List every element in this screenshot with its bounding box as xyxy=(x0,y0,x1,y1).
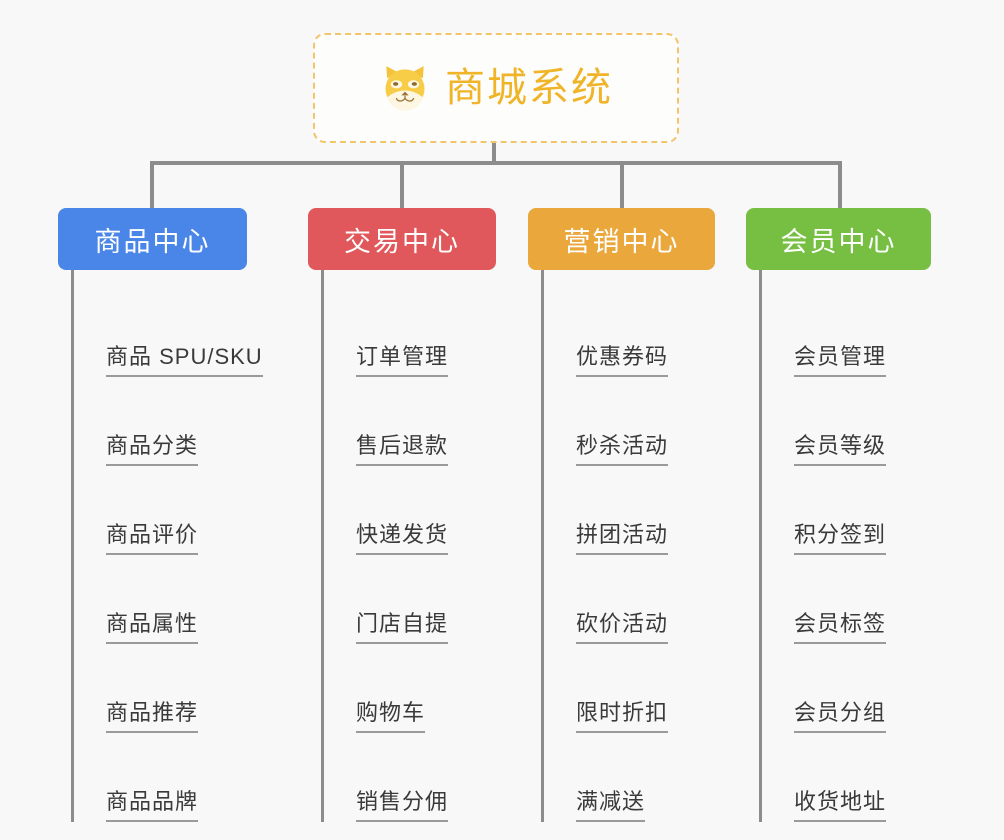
child-list-member-center: 会员管理 会员等级 积分签到 会员标签 会员分组 收货地址 xyxy=(759,270,931,822)
list-item-label: 积分签到 xyxy=(794,522,887,555)
connector-drop-4 xyxy=(838,161,842,208)
list-item[interactable]: 购物车 xyxy=(324,644,496,733)
list-item-label: 会员等级 xyxy=(794,433,887,466)
list-item-label: 秒杀活动 xyxy=(576,433,669,466)
list-item[interactable]: 砍价活动 xyxy=(544,555,715,644)
list-item-label: 收货地址 xyxy=(794,789,887,822)
category-header-product-center[interactable]: 商品中心 xyxy=(58,208,247,270)
list-item[interactable]: 会员等级 xyxy=(762,377,931,466)
list-item[interactable]: 优惠券码 xyxy=(544,288,715,377)
list-item[interactable]: 商品品牌 xyxy=(74,733,263,822)
list-item[interactable]: 拼团活动 xyxy=(544,466,715,555)
list-item-label: 商品评价 xyxy=(106,522,199,555)
list-item-label: 购物车 xyxy=(356,700,426,733)
list-item-label: 快递发货 xyxy=(356,522,449,555)
connector-drop-3 xyxy=(620,161,624,208)
list-item[interactable]: 满减送 xyxy=(544,733,715,822)
shiba-dog-icon xyxy=(385,66,425,111)
list-item-label: 商品推荐 xyxy=(106,700,199,733)
list-item-label: 商品 SPU/SKU xyxy=(106,344,263,377)
connector-drop-1 xyxy=(150,161,154,208)
list-item[interactable]: 售后退款 xyxy=(324,377,496,466)
root-node[interactable]: 商城系统 xyxy=(313,33,679,143)
list-item-label: 售后退款 xyxy=(356,433,449,466)
list-item-label: 门店自提 xyxy=(356,611,449,644)
child-list-trade-center: 订单管理 售后退款 快递发货 门店自提 购物车 销售分佣 xyxy=(321,270,496,822)
category-title: 会员中心 xyxy=(780,226,897,257)
list-item-label: 优惠券码 xyxy=(576,344,669,377)
list-item[interactable]: 商品分类 xyxy=(74,377,263,466)
list-item[interactable]: 秒杀活动 xyxy=(544,377,715,466)
child-list-product-center: 商品 SPU/SKU 商品分类 商品评价 商品属性 商品推荐 商品品牌 xyxy=(71,270,263,822)
list-item[interactable]: 收货地址 xyxy=(762,733,931,822)
list-item[interactable]: 商品推荐 xyxy=(74,644,263,733)
branch-member-center: 会员中心 会员管理 会员等级 积分签到 会员标签 会员分组 收货地址 xyxy=(746,208,931,822)
category-title: 交易中心 xyxy=(344,226,460,257)
category-header-member-center[interactable]: 会员中心 xyxy=(746,208,931,270)
list-item-label: 订单管理 xyxy=(356,344,449,377)
list-item-label: 砍价活动 xyxy=(576,611,669,644)
branch-product-center: 商品中心 商品 SPU/SKU 商品分类 商品评价 商品属性 商品推荐 商品品牌 xyxy=(58,208,263,822)
list-item[interactable]: 会员分组 xyxy=(762,644,931,733)
category-header-marketing-center[interactable]: 营销中心 xyxy=(528,208,715,270)
list-item[interactable]: 商品评价 xyxy=(74,466,263,555)
list-item-label: 商品属性 xyxy=(106,611,199,644)
list-item-label: 会员标签 xyxy=(794,611,887,644)
child-list-marketing-center: 优惠券码 秒杀活动 拼团活动 砍价活动 限时折扣 满减送 xyxy=(541,270,715,822)
category-title: 营销中心 xyxy=(563,226,680,257)
list-item[interactable]: 商品 SPU/SKU xyxy=(74,288,263,377)
list-item-label: 销售分佣 xyxy=(356,789,449,822)
list-item[interactable]: 限时折扣 xyxy=(544,644,715,733)
connector-drop-2 xyxy=(400,161,404,208)
connector-bar xyxy=(150,161,842,165)
list-item[interactable]: 销售分佣 xyxy=(324,733,496,822)
list-item-label: 会员分组 xyxy=(794,700,887,733)
list-item-label: 商品品牌 xyxy=(106,789,199,822)
list-item[interactable]: 商品属性 xyxy=(74,555,263,644)
list-item-label: 商品分类 xyxy=(106,433,199,466)
branch-trade-center: 交易中心 订单管理 售后退款 快递发货 门店自提 购物车 销售分佣 xyxy=(308,208,496,822)
list-item-label: 限时折扣 xyxy=(576,700,669,733)
list-item-label: 满减送 xyxy=(576,789,646,822)
list-item[interactable]: 快递发货 xyxy=(324,466,496,555)
list-item[interactable]: 门店自提 xyxy=(324,555,496,644)
root-title: 商城系统 xyxy=(445,66,613,110)
category-title: 商品中心 xyxy=(94,226,211,257)
list-item-label: 拼团活动 xyxy=(576,522,669,555)
list-item[interactable]: 积分签到 xyxy=(762,466,931,555)
list-item[interactable]: 会员管理 xyxy=(762,288,931,377)
category-header-trade-center[interactable]: 交易中心 xyxy=(308,208,496,270)
list-item-label: 会员管理 xyxy=(794,344,887,377)
branch-marketing-center: 营销中心 优惠券码 秒杀活动 拼团活动 砍价活动 限时折扣 满减送 xyxy=(528,208,715,822)
list-item[interactable]: 订单管理 xyxy=(324,288,496,377)
connector-stem xyxy=(492,143,496,165)
list-item[interactable]: 会员标签 xyxy=(762,555,931,644)
